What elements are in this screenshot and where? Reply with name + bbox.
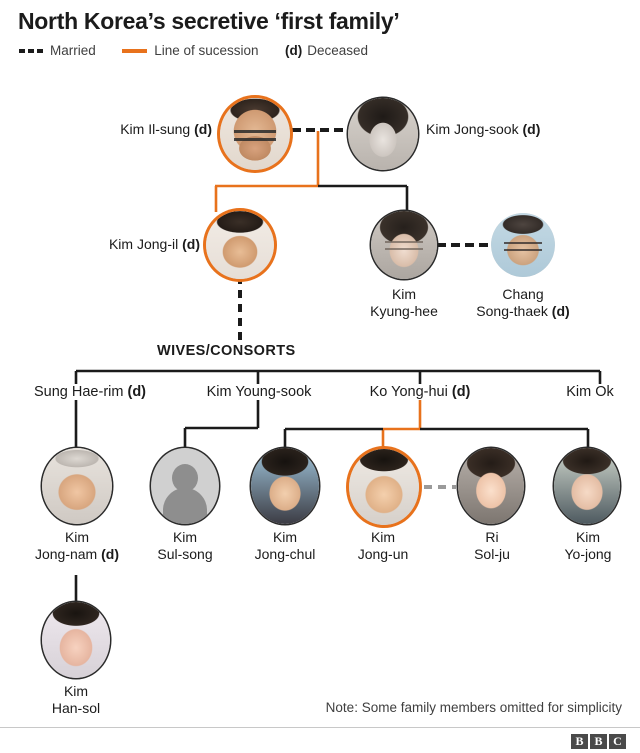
portrait-kim-yo-jong (554, 448, 620, 524)
legend-married-label: Married (50, 43, 96, 58)
bbc-logo: B B C (571, 734, 626, 749)
silhouette-placeholder-icon (151, 448, 219, 524)
bbc-letter-3: C (609, 734, 626, 749)
legend-succession-label: Line of sucession (154, 43, 259, 58)
legend-item-succession: Line of sucession (100, 43, 259, 58)
footer-divider (0, 727, 640, 728)
label-kim-jong-il: Kim Jong-il (d) (108, 236, 200, 252)
portrait-kim-jong-sook (348, 98, 418, 170)
legend-deceased-label: Deceased (307, 43, 369, 58)
portrait-kim-il-sung (220, 98, 290, 170)
legend-item-married: Married (19, 43, 96, 58)
label-ko-yong-hui: Ko Yong-hui (d) (352, 384, 488, 400)
label-kim-han-sol: Kim Han-sol (51, 683, 101, 716)
portrait-kim-jong-un (349, 449, 419, 525)
portrait-chang-song-thaek (491, 213, 555, 277)
label-sung-hae-rim: Sung Hae-rim (d) (10, 384, 170, 400)
label-chang-song-thaek: Chang Song-thaek (d) (476, 286, 570, 319)
label-kim-ok: Kim Ok (546, 384, 634, 400)
portrait-kim-kyung-hee (371, 211, 437, 279)
label-kim-sul-song: Kim Sul-song (157, 529, 213, 562)
solid-line-icon (122, 48, 148, 53)
portrait-kim-han-sol (42, 602, 110, 678)
label-kim-il-sung: Kim Il-sung (d) (120, 121, 212, 137)
label-kim-yo-jong: Kim Yo-jong (564, 529, 612, 562)
portrait-kim-jong-nam (42, 448, 112, 524)
bbc-letter-1: B (571, 734, 588, 749)
portrait-kim-jong-il (206, 211, 274, 279)
page-title: North Korea’s secretive ‘first family’ (18, 8, 400, 34)
legend-item-deceased: (d) Deceased (263, 43, 368, 58)
label-kim-young-sook: Kim Young-sook (183, 384, 335, 400)
dashed-line-icon (19, 48, 43, 53)
label-kim-jong-un: Kim Jong-un (357, 529, 409, 562)
label-kim-kyung-hee: Kim Kyung-hee (370, 286, 438, 319)
label-kim-jong-chul: Kim Jong-chul (254, 529, 316, 562)
label-kim-jong-nam: Kim Jong-nam (d) (34, 529, 120, 562)
portrait-ri-sol-ju (458, 448, 524, 524)
footer-note: Note: Some family members omitted for si… (325, 700, 622, 715)
label-ri-sol-ju: Ri Sol-ju (474, 529, 510, 562)
legend: Married Line of sucession (d) Deceased (19, 43, 368, 63)
deceased-marker-icon: (d) (285, 43, 303, 58)
label-kim-jong-sook: Kim Jong-sook (d) (426, 121, 541, 137)
bbc-letter-2: B (590, 734, 607, 749)
section-label-wives: WIVES/CONSORTS (157, 343, 296, 359)
portrait-kim-jong-chul (251, 448, 319, 524)
